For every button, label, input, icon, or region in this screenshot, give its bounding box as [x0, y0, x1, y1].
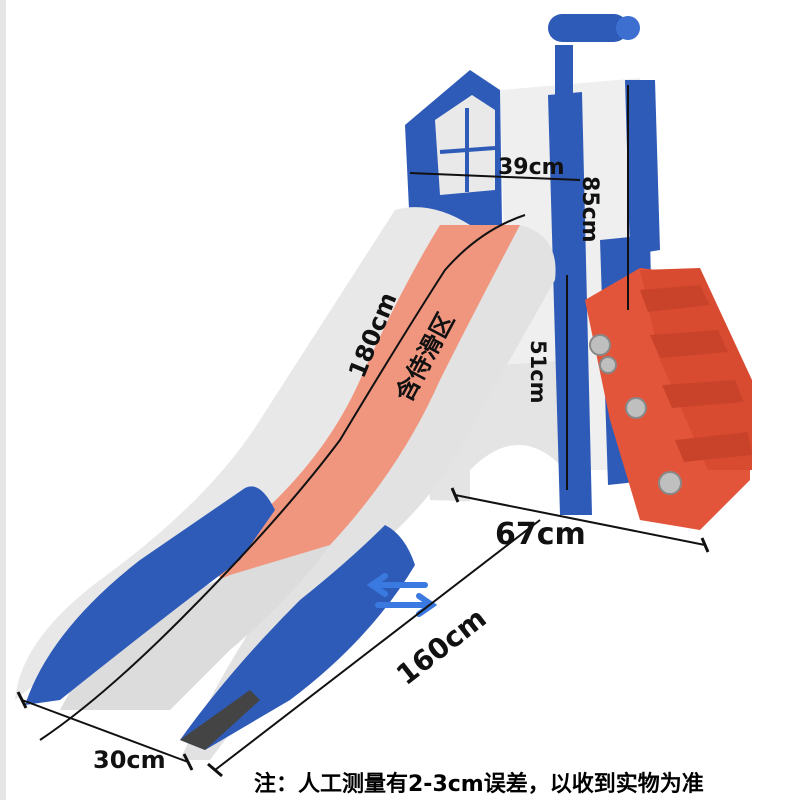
dimension-platform-width: 39cm: [498, 155, 565, 180]
tower-arch: [470, 445, 565, 505]
slide-chute: [215, 225, 520, 590]
dimension-base-width: 67cm: [495, 517, 586, 552]
measurement-footnote: 注：人工测量有2-3cm误差，以收到实物为准: [254, 772, 704, 797]
telescope-icon: [548, 14, 628, 42]
ladder-steps: [640, 285, 752, 462]
slide-left-panel: [25, 486, 275, 705]
edge-strip: [0, 0, 6, 800]
ladder-bolts: [589, 334, 682, 495]
dimension-slide-width: 30cm: [93, 746, 166, 774]
dimension-tower-height: 85cm: [577, 176, 602, 243]
measure-lines: [21, 85, 706, 771]
slide-exit-surface: [60, 545, 330, 710]
measure-ticks: [16, 487, 710, 778]
slide-right-panel: [180, 525, 415, 750]
tower-pillar-back: [625, 80, 660, 255]
slide-foot: [180, 690, 260, 750]
telescope-lens: [616, 16, 640, 40]
dimension-platform-height: 51cm: [526, 340, 550, 404]
tower-pillar-front: [548, 92, 592, 515]
window-bar: [439, 146, 496, 154]
ladder-side: [640, 268, 752, 470]
telescope-post: [555, 45, 573, 100]
